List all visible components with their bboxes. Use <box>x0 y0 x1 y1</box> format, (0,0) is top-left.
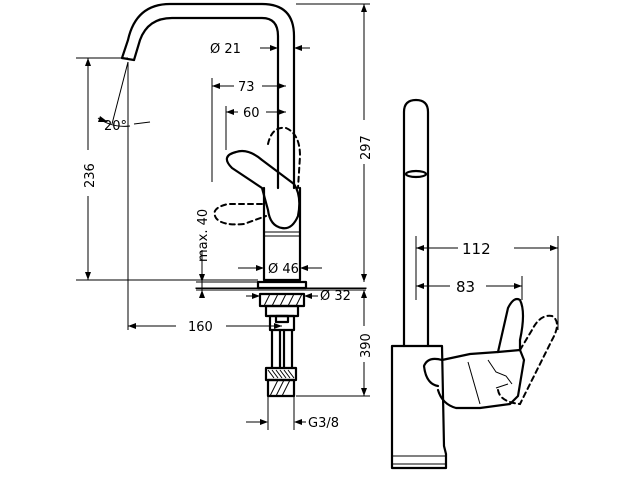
dim-112: 112 <box>415 236 559 330</box>
dim-diameter-hole: Ø 32 <box>246 289 351 304</box>
dim-73: 73 <box>211 78 286 182</box>
hose-right <box>282 328 294 370</box>
dim-83-label: 83 <box>456 278 475 296</box>
lever-dashed-up <box>267 126 302 189</box>
nut-hatching <box>263 293 303 307</box>
hose-threads <box>267 369 295 379</box>
body-outline <box>262 186 302 282</box>
side-body <box>390 344 448 470</box>
dim-diameter-spout-label: Ø 21 <box>210 42 241 57</box>
dim-160-label: 160 <box>188 320 213 335</box>
dim-thread-label: G3/8 <box>308 416 339 431</box>
fitting-hatching <box>269 379 291 397</box>
dim-112-label: 112 <box>462 240 491 258</box>
dim-160: 160 <box>127 62 282 335</box>
side-lever-base <box>436 348 526 410</box>
dim-max40: max. 40 <box>196 209 258 298</box>
dim-diameter-base: Ø 46 <box>238 262 322 277</box>
dim-diameter-hole-label: Ø 32 <box>320 289 351 304</box>
dim-297: 297 <box>296 3 374 282</box>
side-lever-handle <box>496 297 525 354</box>
dim-diameter-base-label: Ø 46 <box>268 262 299 277</box>
mounting-plate <box>256 280 308 290</box>
dim-73-label: 73 <box>238 80 255 95</box>
dim-390: 390 <box>296 290 374 397</box>
dim-diameter-spout: Ø 21 <box>210 42 310 57</box>
front-view: Ø 21 73 60 20° <box>76 2 374 431</box>
dim-390-label: 390 <box>359 333 374 358</box>
dim-83: 83 <box>416 276 523 300</box>
dim-thread: G3/8 <box>246 396 339 431</box>
side-aerator <box>404 169 428 179</box>
spout-outer <box>120 2 296 190</box>
dim-60-label: 60 <box>243 106 260 121</box>
dim-60: 60 <box>225 106 286 150</box>
dim-angle: 20° <box>97 61 151 134</box>
hose-left <box>270 328 282 370</box>
dim-236-label: 236 <box>83 163 98 188</box>
dim-max40-label: max. 40 <box>196 209 211 262</box>
spout-inner <box>132 16 280 190</box>
side-lever-detail <box>467 359 513 405</box>
dim-236: 236 <box>76 57 258 281</box>
dim-297-label: 297 <box>359 135 374 160</box>
lever-dashed-down <box>213 203 267 226</box>
side-lever-dashed <box>497 314 558 406</box>
side-spout <box>402 98 430 348</box>
countertop-line <box>195 287 367 289</box>
lever-solid <box>225 149 301 230</box>
side-view: 112 83 <box>390 98 559 470</box>
dim-angle-label: 20° <box>104 119 127 134</box>
